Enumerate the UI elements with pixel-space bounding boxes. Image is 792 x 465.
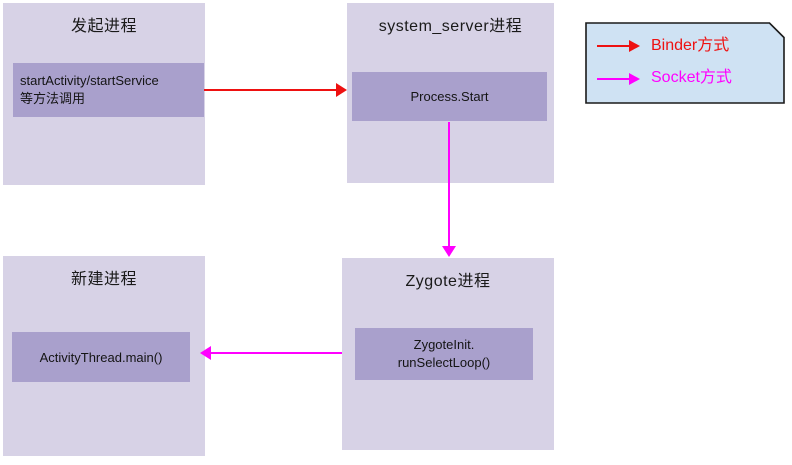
legend-socket-arrow-line <box>597 78 629 80</box>
panel-new-process-title: 新建进程 <box>70 271 137 288</box>
box-process-start-line1: Process.Start <box>410 89 489 104</box>
box-start-activity-call: startActivity/startService 等方法调用 <box>13 63 204 117</box>
panel-system-server-title: system_server进程 <box>378 18 523 35</box>
box-process-start: Process.Start <box>352 72 547 121</box>
binder-arrow-line <box>204 89 336 91</box>
legend-socket-label: Socket方式 <box>651 69 732 86</box>
socket-arrow-left-head-icon <box>200 346 211 360</box>
box-activitythread-main: ActivityThread.main() <box>12 332 190 382</box>
box-activitythread-main-line1: ActivityThread.main() <box>39 349 163 365</box>
legend-binder-arrow-line <box>597 45 629 47</box>
legend-socket-arrow-icon <box>629 73 640 85</box>
box-zygote-init: ZygoteInit. runSelectLoop() <box>355 328 533 380</box>
legend-binder-label: Binder方式 <box>651 37 730 54</box>
legend: Binder方式 Socket方式 <box>585 22 785 104</box>
box-zygote-init-line2: runSelectLoop() <box>397 355 491 370</box>
socket-arrow-left-line <box>211 352 342 354</box>
binder-arrow-head-icon <box>336 83 347 97</box>
box-start-activity-line2: 等方法调用 <box>20 91 86 106</box>
legend-binder-arrow-icon <box>629 40 640 52</box>
box-start-activity-line1: startActivity/startService <box>20 73 159 88</box>
socket-arrow-down-line <box>448 122 450 247</box>
socket-arrow-down-head-icon <box>442 246 456 257</box>
panel-zygote-title: Zygote进程 <box>405 273 491 290</box>
panel-initiator-title: 发起进程 <box>70 18 137 35</box>
legend-card-shape <box>585 22 785 104</box>
box-zygote-init-line1: ZygoteInit. <box>413 337 475 352</box>
